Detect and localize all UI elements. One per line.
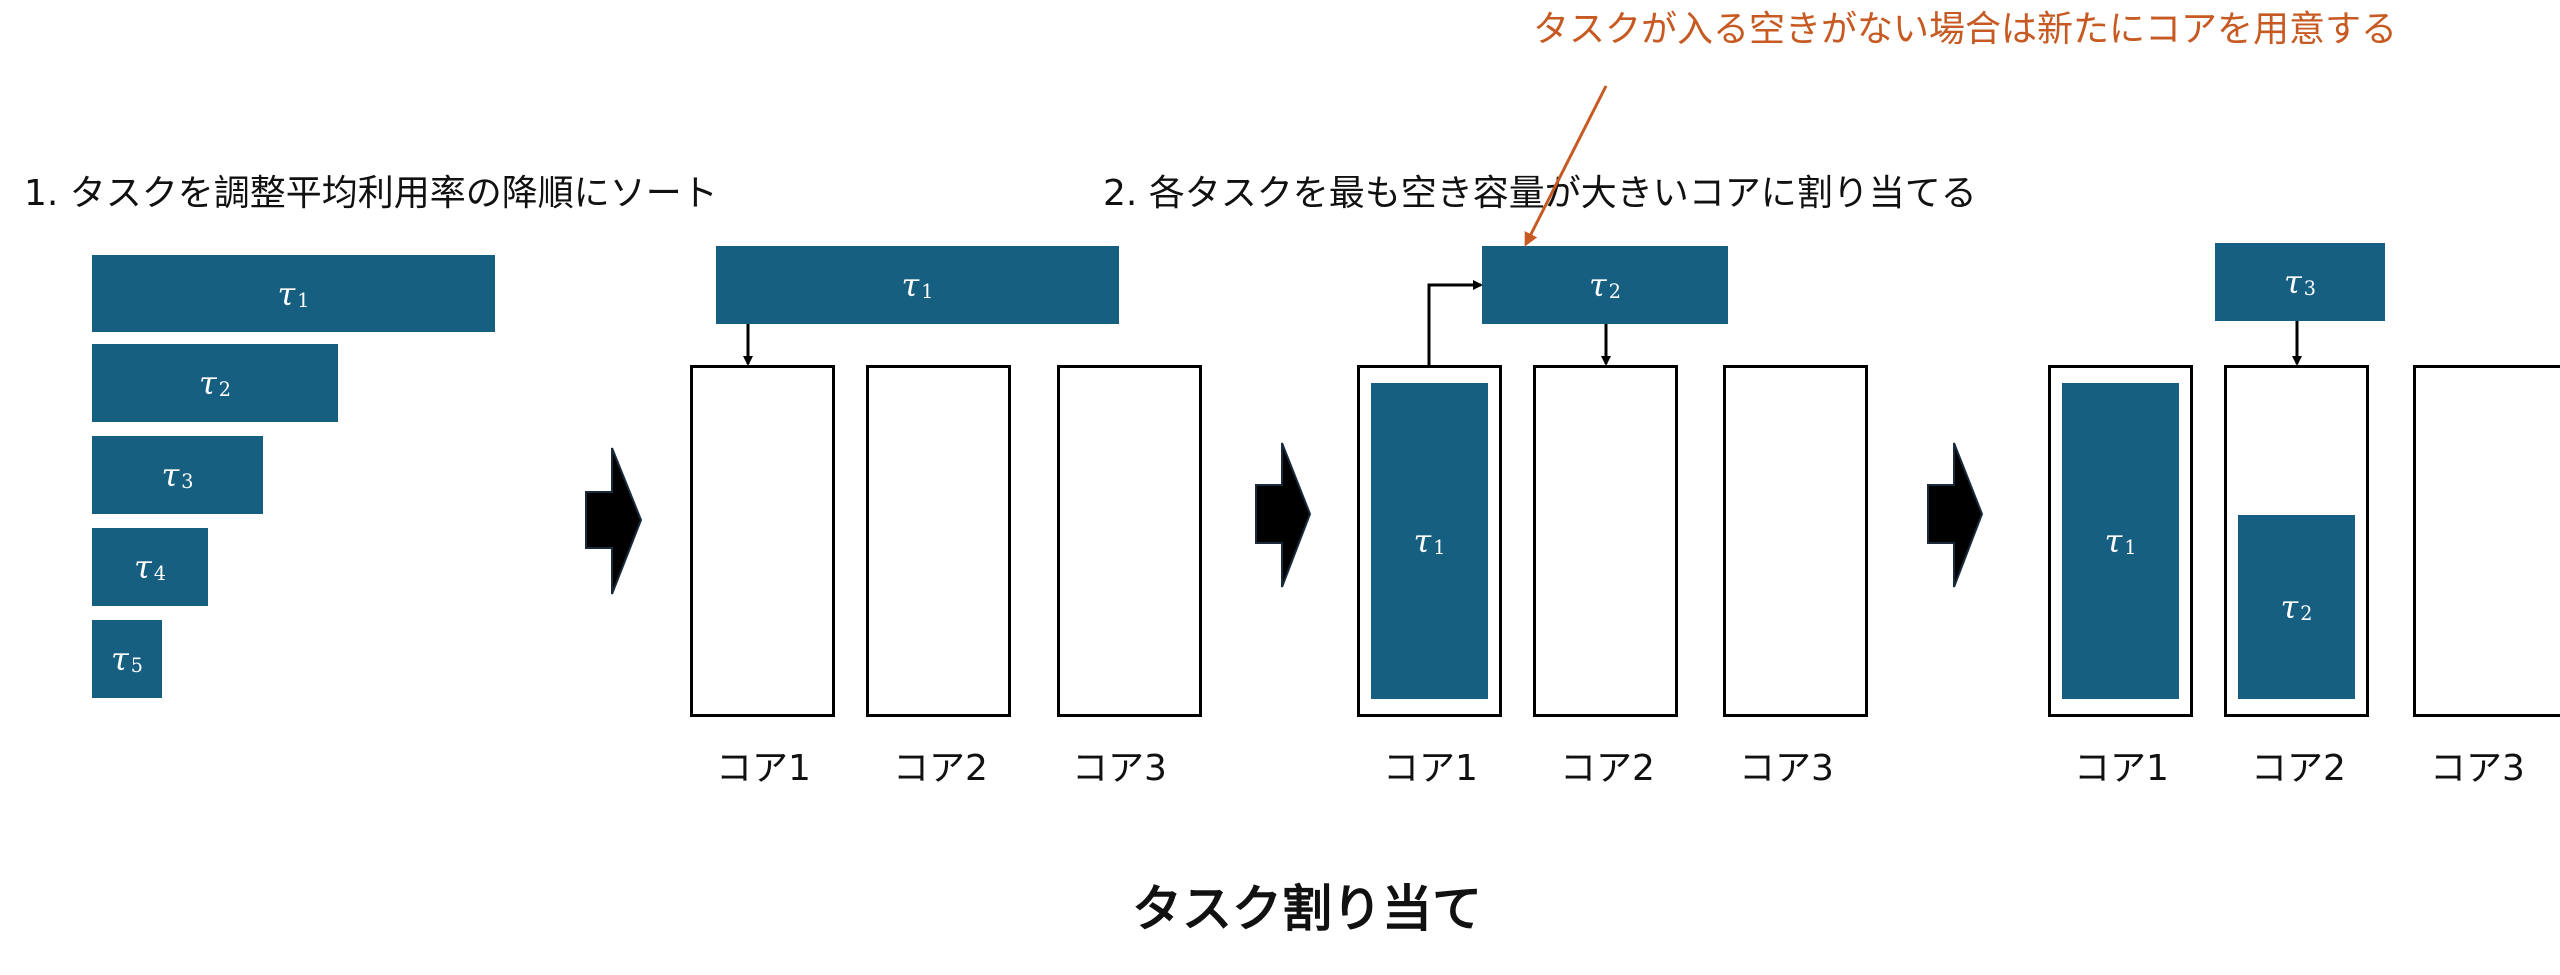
stage2-core-2 [866,365,1011,717]
task-subscript: 3 [181,470,194,494]
task-symbol: τ [1589,266,1607,304]
task-symbol: τ [2280,588,2299,626]
stage2-core-3 [1057,365,1202,717]
task-subscript: 1 [2124,536,2137,560]
stage2-core-label-1: コア1 [716,748,811,789]
diagram-title: タスク割り当て [1132,880,1482,938]
stage3-core-label-1: コア1 [1383,748,1478,789]
stage2-core-1 [690,365,835,717]
stage4-core-3 [2413,365,2560,717]
callout-arrow [1524,85,1608,247]
task-subscript: 1 [297,288,310,312]
stage3-core-label-2: コア2 [1560,748,1655,789]
stage4-core-label-1: コア1 [2074,748,2169,789]
right-arrow-icon [585,447,643,595]
right-arrow-icon [1927,442,1984,588]
task-subscript: 1 [1433,536,1446,560]
step2-label: 2. 各タスクを最も空き容量が大きいコアに割り当てる [1103,173,1977,214]
task-subscript: 5 [130,654,143,678]
task-subscript: 2 [2300,602,2313,626]
stage4-core-label-2: コア2 [2251,748,2346,789]
task-symbol: τ [161,456,180,494]
task-symbol: τ [1413,522,1432,560]
task-symbol: τ [134,548,152,586]
task-symbol: τ [2284,263,2302,301]
stage4-core-label-3: コア3 [2430,748,2525,789]
stage2-core-label-3: コア3 [1072,748,1167,789]
stage2-core-label-2: コア2 [893,748,988,789]
task-symbol: τ [111,640,129,678]
task-symbol: τ [2104,522,2123,560]
task-symbol: τ [901,266,920,304]
task-subscript: 1 [921,280,934,304]
stage3-core-2 [1533,365,1678,717]
step1-label: 1. タスクを調整平均利用率の降順にソート [24,173,718,214]
task-subscript: 2 [1608,280,1621,304]
stage3-core-label-3: コア3 [1739,748,1834,789]
right-arrow-icon [1255,442,1312,588]
task-symbol: τ [277,274,296,313]
elbow-arrow [1427,280,1483,365]
callout-note: タスクが入る空きがない場合は新たにコアを用意する [1533,9,2398,50]
task-subscript: 4 [153,562,166,586]
task-subscript: 2 [218,378,231,402]
stage3-core-3 [1723,365,1868,717]
task-subscript: 3 [2303,277,2316,301]
task-symbol: τ [199,364,217,402]
